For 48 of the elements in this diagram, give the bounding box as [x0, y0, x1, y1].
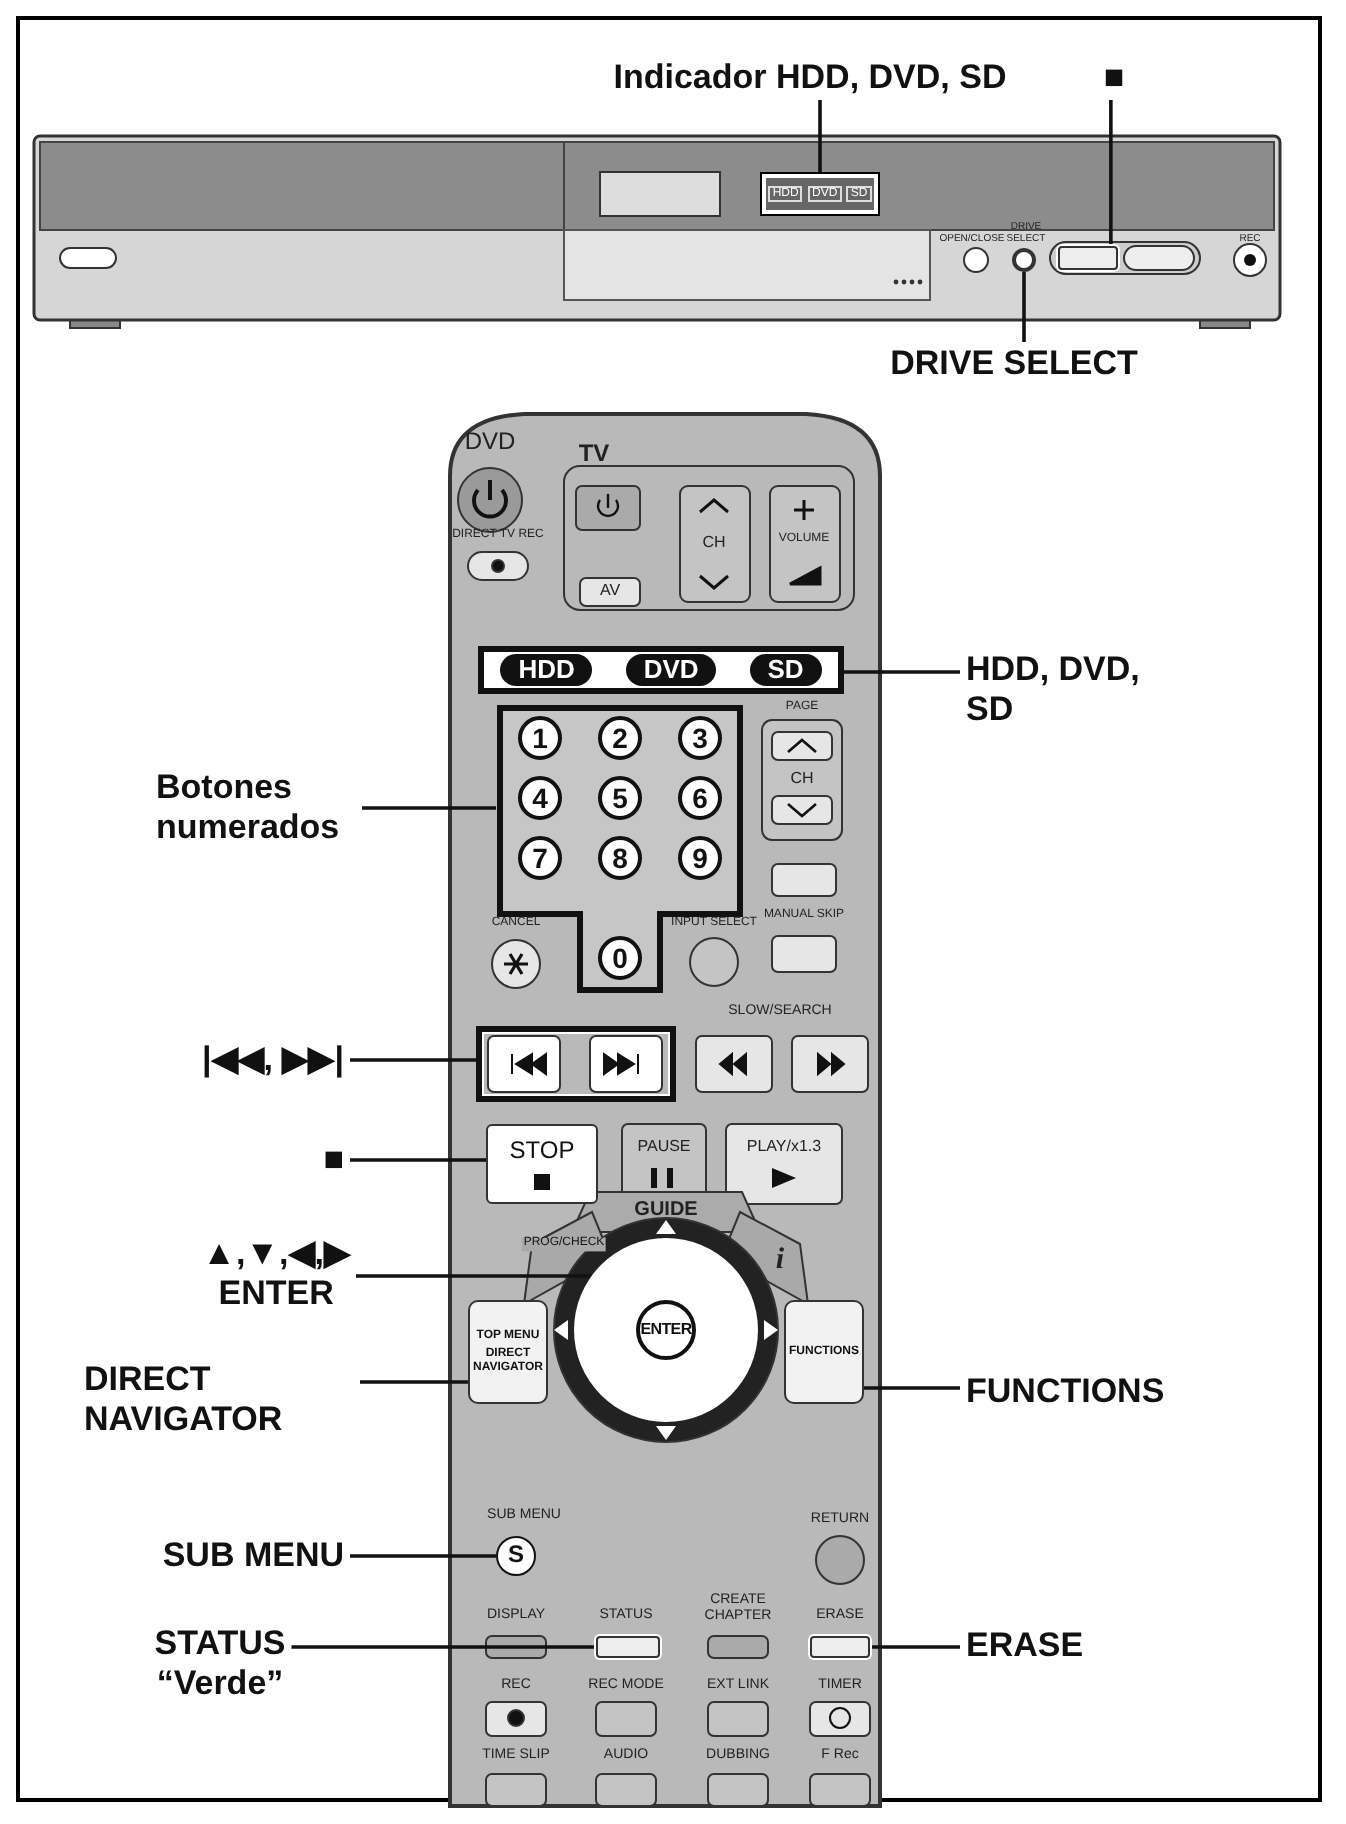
- leader-line: [362, 806, 496, 810]
- leader-line: [864, 1386, 960, 1390]
- callout-label: ERASE: [966, 1626, 1084, 1666]
- stop-button: [1058, 246, 1118, 270]
- button-label: DVD: [464, 428, 516, 456]
- button-label: CH: [702, 535, 726, 553]
- enter-button: ENTER: [636, 1300, 696, 1360]
- callout-label: |◀◀, ▶▶|: [202, 1040, 344, 1080]
- source-button: SD: [749, 654, 822, 686]
- source-button: HDD: [500, 654, 593, 686]
- button-label: PAUSE: [637, 1139, 691, 1157]
- leader-line: [350, 1058, 476, 1062]
- callout-label: ■: [323, 1140, 344, 1180]
- leader-line: [350, 1554, 496, 1558]
- callout-label: DRIVE SELECT: [890, 344, 1138, 384]
- stop-button: STOP: [486, 1124, 598, 1204]
- callout-label: ■: [1103, 58, 1125, 98]
- callout-label: Indicador HDD, DVD, SD: [613, 58, 1007, 98]
- leader-line: [818, 100, 822, 174]
- callout-label: ENTER: [216, 1274, 336, 1314]
- leader-line: [1022, 272, 1026, 342]
- button-label: GUIDE: [634, 1199, 698, 1221]
- leader-line: [356, 1274, 592, 1278]
- callout-label: ▲,▼,◀,▶: [202, 1234, 350, 1274]
- source-button-frame: [478, 646, 844, 694]
- erase-button: [810, 1636, 870, 1658]
- button-label: PLAY/x1.3: [746, 1139, 822, 1157]
- callout-label: DIRECT NAVIGATOR: [84, 1360, 354, 1440]
- indicator-panel: [762, 174, 878, 214]
- status-button: [596, 1636, 660, 1658]
- callout-label: Botones numerados: [156, 768, 356, 848]
- button-label: AV: [599, 583, 621, 601]
- skip-button-frame: [476, 1026, 676, 1102]
- button-label: CH: [790, 771, 814, 789]
- callout-label: SUB MENU: [162, 1536, 344, 1576]
- leader-line: [291, 1645, 596, 1649]
- callout-label: FUNCTIONS: [966, 1372, 1165, 1412]
- source-button: DVD: [625, 654, 717, 686]
- callout-label: “Verde”: [154, 1664, 286, 1704]
- callout-label: STATUS: [154, 1624, 286, 1664]
- leader-line: [350, 1158, 486, 1162]
- button-label: i: [775, 1243, 785, 1277]
- leader-line: [844, 670, 960, 674]
- leader-line: [1109, 100, 1113, 246]
- callout-label: HDD, DVD, SD: [966, 650, 1158, 730]
- leader-line: [360, 1380, 468, 1384]
- button-label: TV: [578, 440, 610, 468]
- leader-line: [870, 1645, 960, 1649]
